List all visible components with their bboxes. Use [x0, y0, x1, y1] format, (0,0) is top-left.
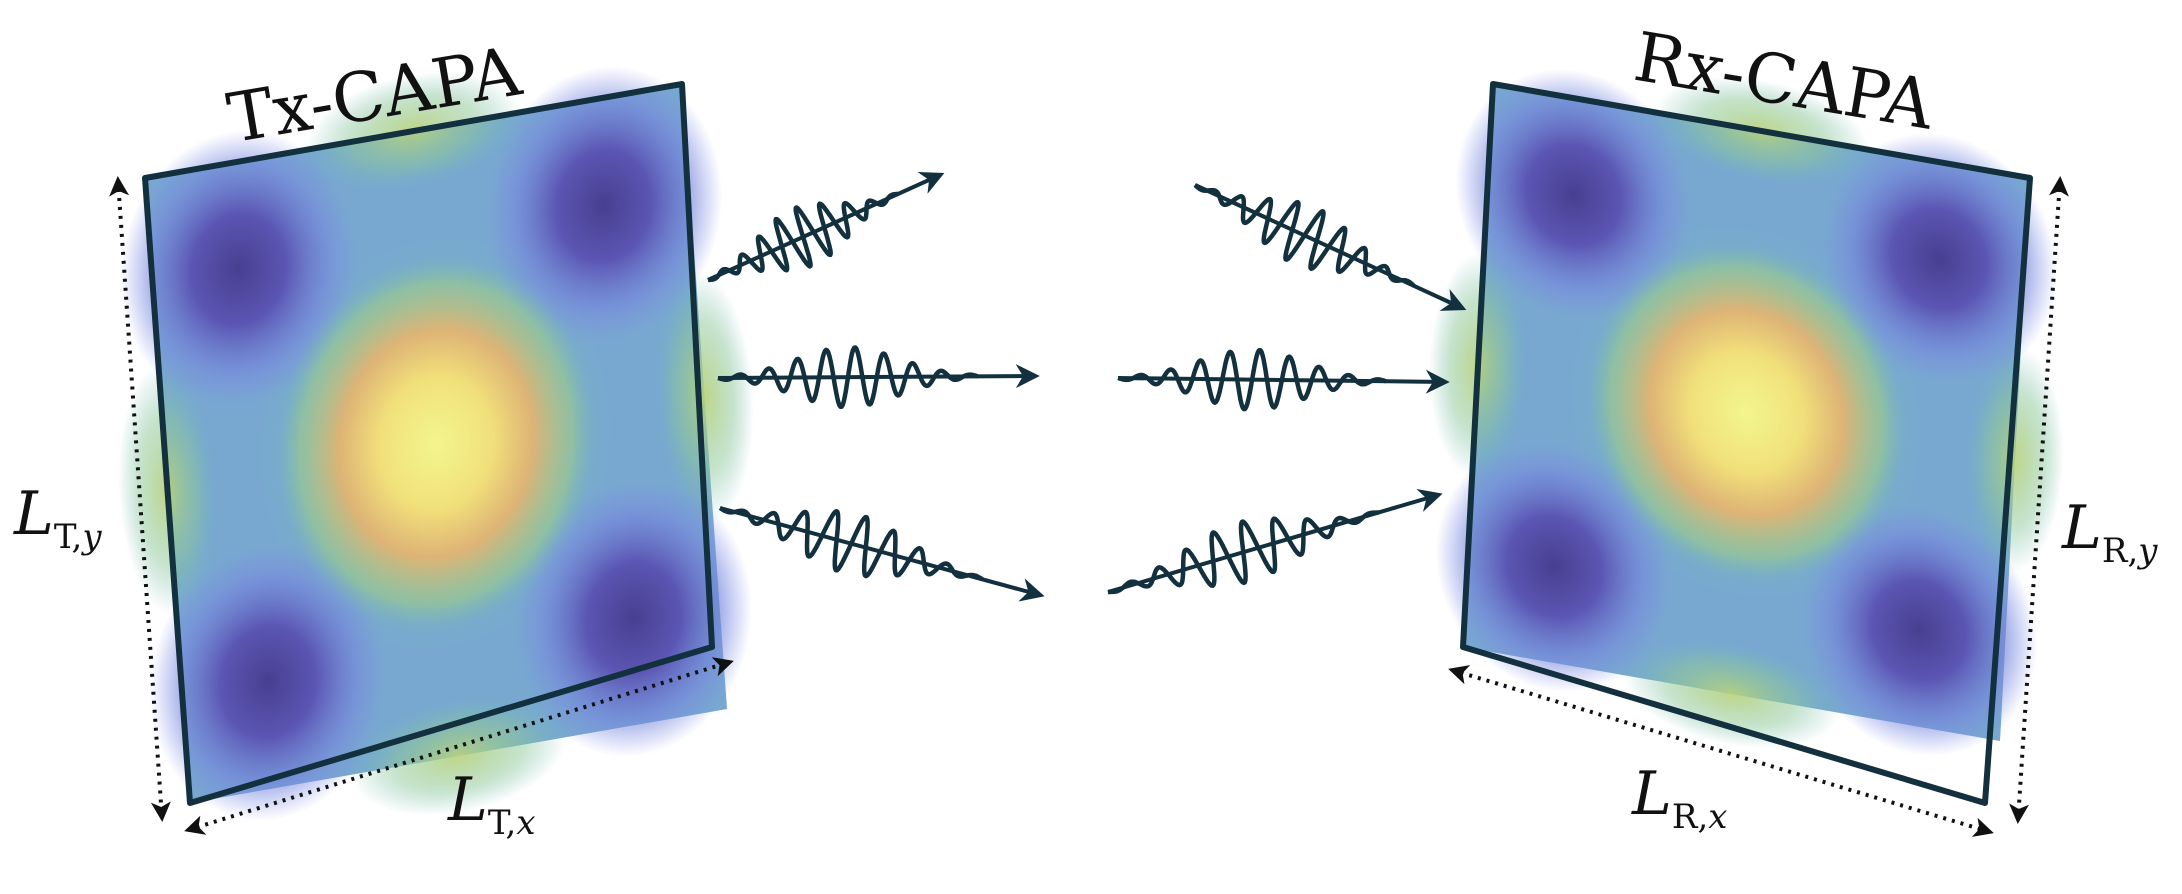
tx-wave-upper: [706, 171, 945, 283]
tx-array-outline: [142, 81, 715, 806]
rx-width-label: LR,x: [1631, 759, 1727, 837]
rx-height-label: LR,y: [2061, 493, 2158, 571]
tx-width-label: LT,x: [447, 765, 536, 843]
rx-width-dimension-arrow: [1448, 665, 1994, 837]
wave-oscillation: [706, 191, 900, 283]
wave-oscillation: [1116, 347, 1388, 412]
tx-height-dimension-arrow: [109, 176, 171, 822]
rx-wave-middle: [1116, 347, 1450, 412]
tx-wave-lower: [718, 506, 1045, 602]
tx-height-label: LT,y: [13, 479, 102, 557]
wave-group: [706, 171, 1467, 602]
rx-field-pattern: [1411, 24, 2082, 801]
wave-oscillation: [716, 345, 980, 410]
rx-wave-lower: [1106, 488, 1443, 595]
rx-wave-upper: [1193, 183, 1467, 311]
wave-oscillation: [1106, 510, 1380, 595]
tx-field-pattern: [92, 19, 780, 868]
tx-array-panel: [92, 19, 780, 868]
tx-wave-middle: [716, 345, 1040, 410]
rx-array-panel: [1411, 24, 2082, 806]
wave-oscillation: [1193, 183, 1416, 288]
wave-oscillation: [718, 506, 984, 582]
